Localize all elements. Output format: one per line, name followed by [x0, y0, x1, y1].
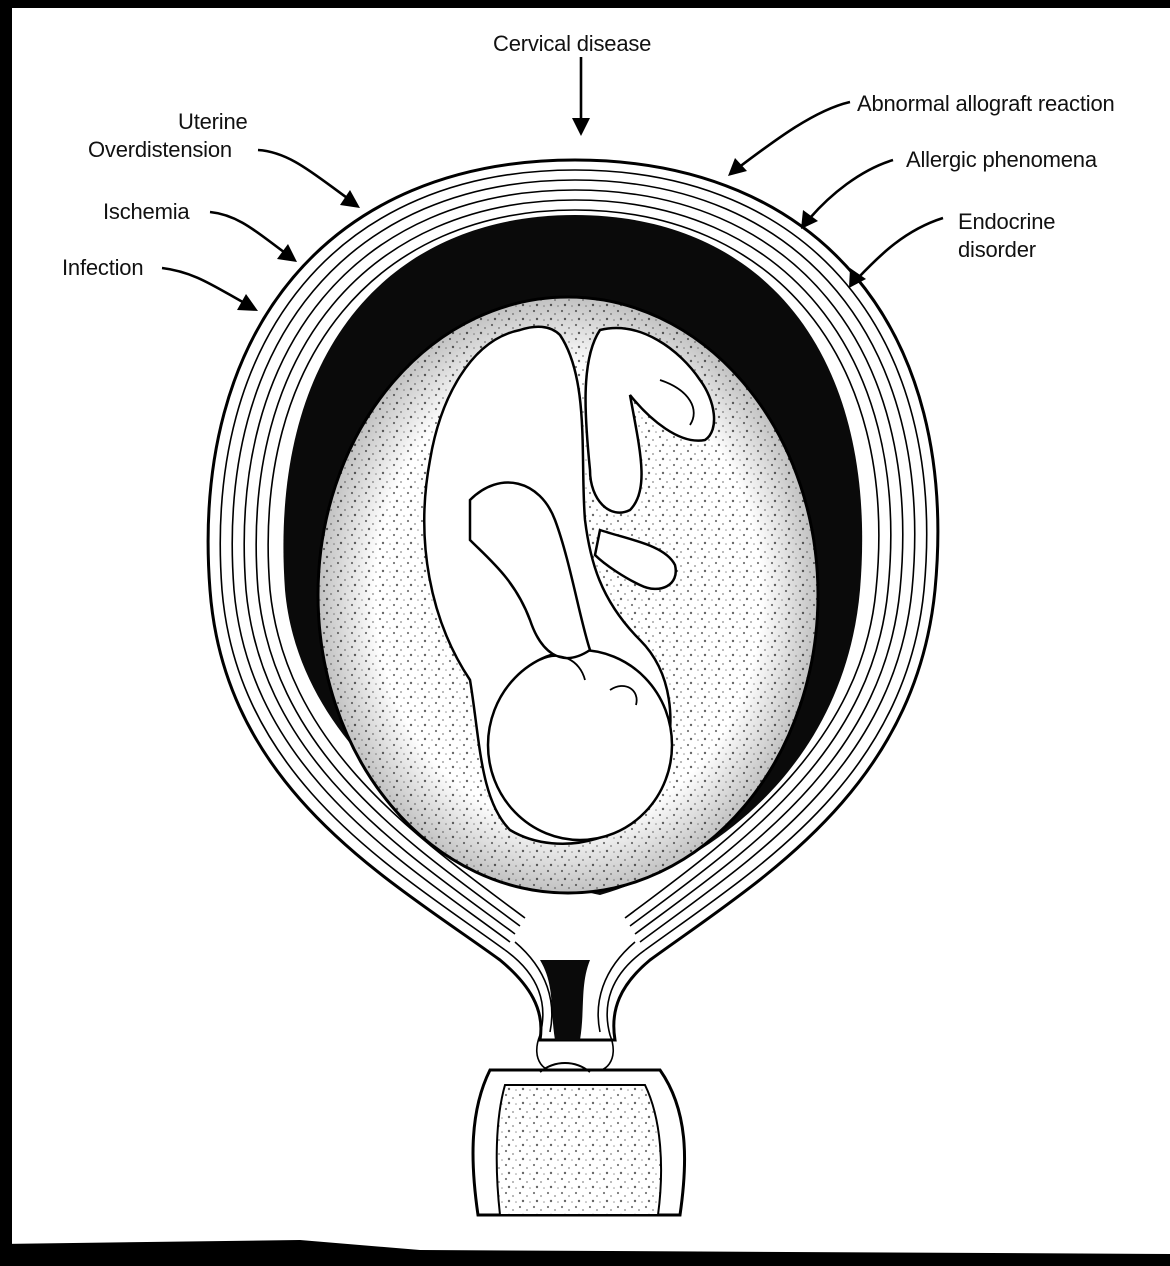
scan-edge-left	[0, 0, 12, 1266]
arrow-infection	[162, 268, 248, 305]
arrow-endocrine	[858, 218, 943, 278]
label-cervical-disease: Cervical disease	[493, 30, 651, 58]
arrow-allograft	[738, 102, 850, 168]
arrow-ischemia	[210, 212, 288, 255]
fetus-head	[488, 650, 672, 840]
scan-edge-bottom	[0, 1240, 1170, 1266]
scan-edge-top	[0, 0, 1170, 8]
label-allergic: Allergic phenomena	[906, 146, 1097, 174]
arrow-allergic	[810, 160, 893, 218]
vaginal-canal	[497, 1085, 661, 1215]
label-endocrine: Endocrine	[958, 208, 1055, 236]
label-uterine: Uterine	[178, 108, 248, 136]
label-overdistension: Overdistension	[88, 136, 232, 164]
arrow-overdistension	[258, 150, 350, 200]
label-disorder: disorder	[958, 236, 1036, 264]
label-abnormal-allograft: Abnormal allograft reaction	[857, 90, 1115, 118]
label-ischemia: Ischemia	[103, 198, 189, 226]
label-infection: Infection	[62, 254, 143, 282]
